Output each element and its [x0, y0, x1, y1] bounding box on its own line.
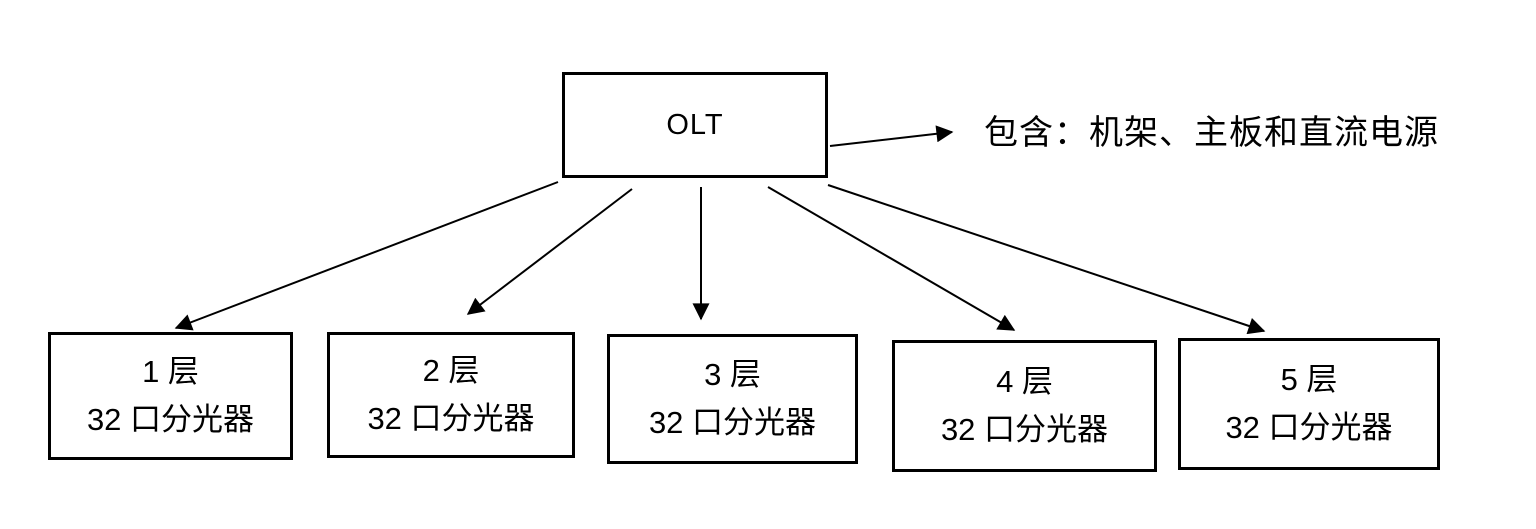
splitter-floor-label: 1 层: [142, 354, 199, 389]
arrow-olt-to-splitter-2: [466, 188, 633, 315]
olt-node: OLT: [562, 72, 828, 178]
splitter-floor-label: 3 层: [704, 357, 761, 392]
splitter-node-3: 3 层 32 口分光器: [607, 334, 858, 464]
splitter-node-1: 1 层 32 口分光器: [48, 332, 293, 460]
arrow-olt-to-splitter-5: [827, 184, 1266, 335]
annotation-text: 包含：机架、主板和直流电源: [984, 115, 1439, 152]
splitter-floor-label: 4 层: [996, 364, 1053, 399]
splitter-ports-label: 32 口分光器: [940, 412, 1109, 447]
splitter-ports-label: 32 口分光器: [1225, 410, 1393, 445]
olt-label: OLT: [666, 108, 724, 141]
arrow-olt-to-splitter-1: [174, 181, 559, 331]
splitter-floor-label: 5 层: [1280, 362, 1338, 397]
arrow-olt-to-annotation: [829, 125, 954, 147]
splitter-floor-label: 2 层: [422, 353, 480, 388]
splitter-ports-label: 32 口分光器: [648, 405, 817, 440]
arrow-olt-to-splitter-4: [767, 186, 1016, 331]
splitter-ports-label: 32 口分光器: [367, 401, 535, 436]
splitter-node-5: 5 层 32 口分光器: [1178, 338, 1440, 470]
splitter-node-2: 2 层 32 口分光器: [327, 332, 575, 458]
splitter-ports-label: 32 口分光器: [86, 402, 255, 437]
splitter-node-4: 4 层 32 口分光器: [892, 340, 1157, 472]
